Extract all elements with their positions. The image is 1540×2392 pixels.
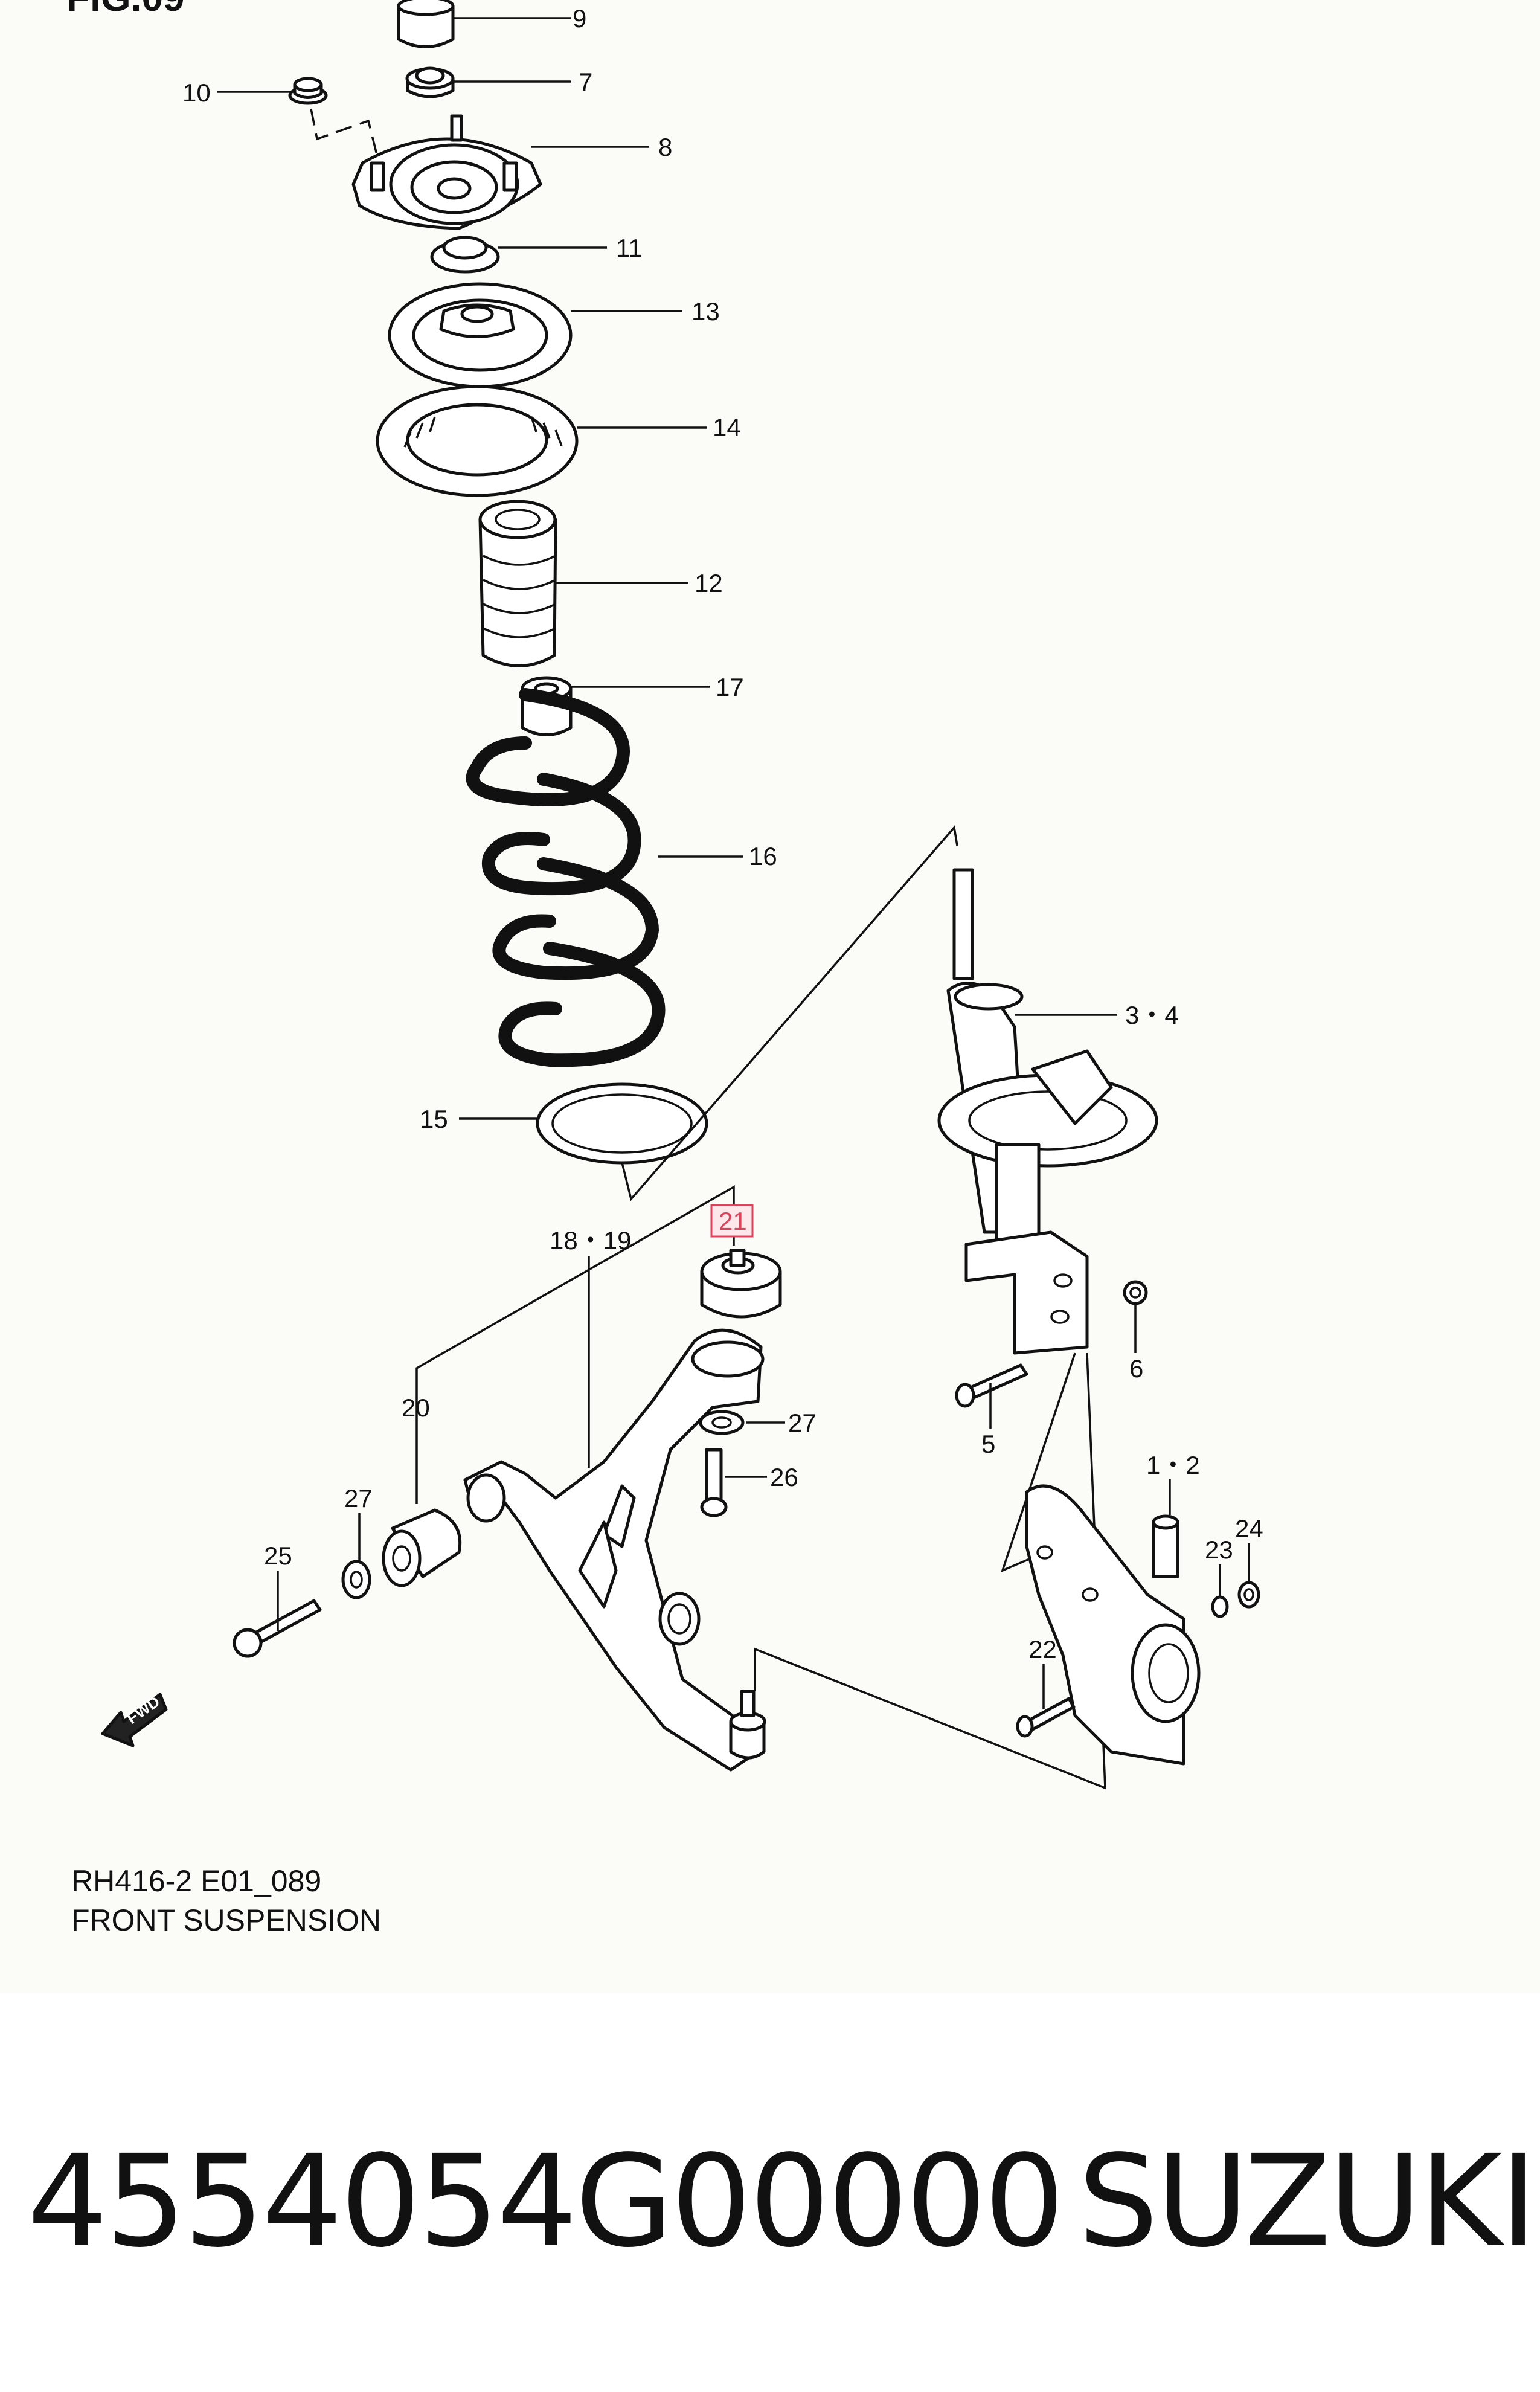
part-11-spacer: [430, 236, 500, 274]
part-21-bushing: [700, 1249, 782, 1319]
part-5-bolt: [955, 1363, 1028, 1408]
label-12: 12: [695, 569, 723, 597]
part-18-19-control-arm: [463, 1328, 766, 1772]
label-27-arm: 27: [788, 1409, 817, 1437]
label-3-4: 3・4: [1125, 1001, 1179, 1029]
figure-title: FIG.09: [66, 0, 185, 19]
label-13: 13: [691, 297, 720, 326]
part-6-nut: [1123, 1280, 1148, 1305]
label-16: 16: [749, 842, 777, 870]
label-14: 14: [713, 413, 741, 442]
part-12-dust-boot: [478, 500, 557, 667]
label-8: 8: [658, 133, 672, 161]
part-3-4-strut: [937, 868, 1158, 1355]
part-20-bushing: [382, 1508, 462, 1587]
leader-lines: [217, 17, 1250, 1709]
part-27a-washer: [699, 1410, 745, 1435]
part-25-bolt: [233, 1599, 322, 1658]
part-23-washer: [1211, 1595, 1229, 1618]
part-10-dash-line: [310, 108, 379, 158]
assembly-line-arm: [415, 1185, 735, 1504]
label-27-bushing: 27: [344, 1484, 373, 1513]
label-1-2: 1・2: [1146, 1451, 1200, 1479]
label-11: 11: [616, 234, 643, 262]
label-23: 23: [1205, 1535, 1233, 1564]
diagram-code-caption: RH416-2 E01_089: [71, 1864, 322, 1898]
label-25: 25: [264, 1542, 292, 1570]
label-5: 5: [981, 1430, 995, 1458]
part-14-seat-pad: [376, 385, 579, 497]
part-24-nut: [1237, 1581, 1260, 1609]
diagram-panel: FIG.09: [66, 0, 1263, 1937]
part-10-flange-nut: [288, 77, 328, 105]
label-7: 7: [579, 68, 592, 96]
label-17: 17: [716, 673, 744, 701]
part-7-nut: [405, 66, 455, 98]
label-24: 24: [1235, 1514, 1263, 1543]
diagram-title-caption: FRONT SUSPENSION: [71, 1903, 382, 1937]
brand-name: SUZUKI: [1078, 2127, 1538, 2275]
part-9-bump-cap: [397, 0, 455, 48]
exploded-parts-diagram: FIG.09: [66, 0, 1263, 1790]
label-22: 22: [1028, 1635, 1057, 1664]
part-15-lower-insulator: [536, 1082, 708, 1165]
label-10: 10: [182, 79, 211, 107]
part-27b-washer: [341, 1560, 371, 1599]
label-18-19: 18・19: [550, 1226, 631, 1255]
part-13-upper-seat: [388, 282, 573, 388]
part-26-bolt: [700, 1448, 728, 1517]
part-1-2-knuckle: [1025, 1484, 1201, 1766]
fwd-arrow-icon: FWD: [101, 1692, 168, 1747]
label-20: 20: [402, 1394, 430, 1422]
part-16-coil-spring: [466, 688, 666, 1067]
label-26: 26: [770, 1463, 798, 1491]
label-21: 21: [719, 1207, 747, 1235]
label-9: 9: [573, 4, 586, 33]
part-22-bolt: [1016, 1697, 1076, 1738]
part-8-strut-mount: [351, 114, 542, 230]
label-15: 15: [420, 1105, 448, 1133]
label-21-highlight-box: [710, 1204, 754, 1238]
assembly-line-spring: [621, 825, 958, 1201]
part-number: 4554054G00000: [27, 2127, 1065, 2275]
label-6: 6: [1129, 1354, 1143, 1383]
